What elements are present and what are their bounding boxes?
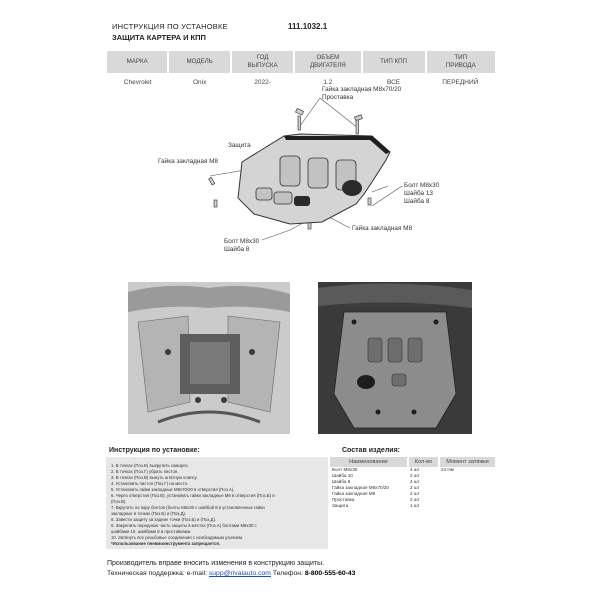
label-protection: Защита [228, 142, 251, 149]
component-qty: 2 шт [410, 473, 420, 478]
components-header-qty: Кол-во [408, 457, 440, 467]
table-row: Защита 1 шт [330, 503, 495, 509]
component-torque: 24 Нм [440, 467, 454, 472]
table-row: Проставка 2 шт [330, 497, 495, 503]
product-code: 111.1032.1 [288, 22, 328, 31]
exploded-diagram: Гайка закладная М8х70/20 Проставка Защит… [150, 86, 450, 268]
spec-header-gearbox: ТИП КПП [361, 51, 427, 73]
label-nut-spacer: Гайка закладная М8х70/20 Проставка [322, 86, 402, 101]
component-name: Проставка [332, 497, 355, 502]
label-nut-m8-bottom: Гайка закладная М8 [352, 225, 413, 232]
spec-engine: 1.2 [323, 78, 333, 86]
instruction-step: 2. В точках (Поз.Г) убрать пистон. [111, 469, 179, 474]
engine-bay-photo [128, 282, 290, 434]
component-qty: 1 шт [410, 503, 420, 508]
component-qty: 2 шт [410, 497, 420, 502]
support-label: Техническая поддержка: [107, 570, 185, 577]
instructions-heading: Инструкция по установке: [109, 447, 200, 454]
component-qty: 4 шт [410, 467, 420, 472]
installed-skid-plate-photo [318, 282, 472, 434]
instruction-step: (Поз.В). [111, 499, 127, 504]
email-link[interactable]: supp@rivalauto.com [208, 570, 271, 577]
label-bolt-bottom: Болт М8х30 Шайба 8 [224, 238, 260, 253]
product-title: ЗАЩИТА КАРТЕРА И КПП [112, 33, 206, 42]
phone-number[interactable]: 8-800-555-60-43 [304, 570, 356, 577]
spec-model: Onix [192, 78, 207, 86]
instruction-step: 4. Установить пистон (Поз.Г) на место. [111, 481, 189, 486]
instruction-step: 7. Вкрутить по пару болтов (болты М8х30 … [111, 505, 265, 510]
spec-gearbox: ВСЕ [386, 78, 401, 86]
component-qty: 2 шт [410, 485, 420, 490]
table-row: Шайба 8 4 шт [330, 479, 495, 485]
spec-header-make: МАРКА [107, 51, 170, 73]
spec-header-model: МОДЕЛЬ [168, 51, 232, 73]
label-nut-m8-left: Гайка закладная М8 [158, 158, 219, 165]
component-name: Гайка закладная М8 [332, 491, 376, 496]
table-row: Болт М8х30 4 шт 24 Нм [330, 467, 495, 473]
component-name: Защита [332, 503, 349, 508]
component-name: Шайба 8 [332, 479, 351, 484]
instruction-step: 3. В точках (Поз.В) вынуть штатную клипс… [111, 475, 198, 480]
components-header-row: Наименование Кол-во Момент затяжки [330, 457, 495, 467]
instruction-step: 1. В точках (Поз.Б) выкрутить саморез. [111, 463, 189, 468]
table-row: Шайба 10 2 шт [330, 473, 495, 479]
component-qty: 4 шт [410, 479, 420, 484]
spec-make: Chevrolet [123, 78, 152, 86]
components-heading: Состав изделия: [342, 447, 400, 454]
instruction-step: 9. Закрепить переднюю часть защиты в мес… [111, 523, 257, 528]
component-name: Болт М8х30 [332, 467, 358, 472]
instruction-step: шайбами 10, шайбами 8 и проставками. [111, 529, 192, 534]
components-header-name: Наименование [330, 457, 409, 467]
instruction-step: 6. Через отверстия (Поз.В), установить г… [111, 493, 275, 498]
instruction-step: 5. Установить гайки закладные М8х70/20 в… [111, 487, 235, 492]
components-table: Наименование Кол-во Момент затяжки Болт … [330, 457, 495, 509]
spec-drive: ПЕРЕДНИЙ [442, 78, 479, 86]
component-torque [439, 503, 495, 509]
spec-year: 2022- [254, 78, 271, 86]
instruction-warning: *Использование пневмоинструмента запреща… [111, 541, 221, 546]
instruction-step: 8. Завести защиту за задние точки (Поз.Б… [111, 517, 217, 522]
table-row: Гайка закладная М8х70/20 2 шт [330, 485, 495, 491]
instructions-box: 1. В точках (Поз.Б) выкрутить саморез. 2… [106, 457, 328, 549]
label-bolt-right: Болт М8х30 Шайба 13 Шайба 8 [404, 182, 440, 205]
instruction-step: 10. Затянуть все резьбовые соединения с … [111, 535, 244, 540]
component-name: Шайба 10 [332, 473, 353, 478]
components-header-torque: Момент затяжки [438, 457, 495, 467]
spec-value-row: Chevrolet Onix 2022- 1.2 ВСЕ ПЕРЕДНИЙ [107, 73, 495, 91]
component-qty: 2 шт [410, 491, 420, 496]
instruction-step: закладные в точках (Поз.Б) и (Поз.Д). [111, 511, 186, 516]
component-name: Гайка закладная М8х70/20 [332, 485, 389, 490]
support-line: Техническая поддержка: e-mail: supp@riva… [107, 570, 355, 577]
table-row: Гайка закладная М8 2 шт [330, 491, 495, 497]
document-title: ИНСТРУКЦИЯ ПО УСТАНОВКЕ [112, 22, 228, 31]
email-label: e-mail: [186, 570, 207, 577]
phone-label: Телефон: [272, 570, 303, 577]
disclaimer-text: Производитель вправе вносить изменения в… [107, 560, 325, 567]
skid-plate-drawing [208, 97, 403, 241]
